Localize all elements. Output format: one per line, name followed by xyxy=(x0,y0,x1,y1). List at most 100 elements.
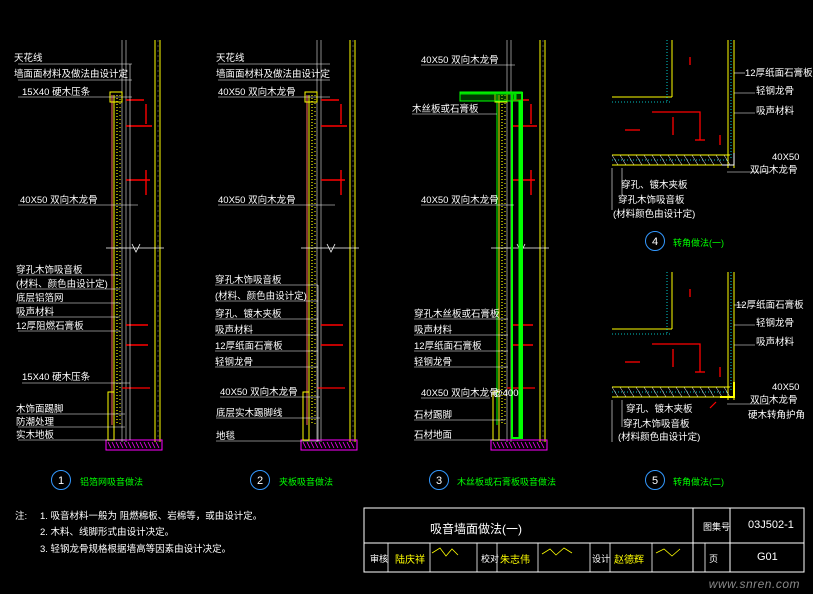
floor-hatch xyxy=(107,441,112,449)
detail-5-caption: 转角做法(二) xyxy=(673,477,724,487)
detail-1-label: 40X50 双向木龙骨 xyxy=(20,195,98,206)
floor-hatch xyxy=(496,441,501,449)
floor-hatch xyxy=(338,441,343,449)
detail-4-label: 轻钢龙骨 xyxy=(756,86,795,97)
atlas-number: 03J502-1 xyxy=(748,519,794,531)
board-cap xyxy=(459,91,523,102)
detail-2-label: (材料、颜色由设计定) xyxy=(215,291,307,302)
detail-5-label: 双向木龙骨 xyxy=(750,395,798,406)
floor-hatch xyxy=(119,441,124,449)
detail-1-label: 底层铝箔网 xyxy=(16,293,64,304)
signature-scribble xyxy=(655,548,681,557)
detail-5-label: 硬木转角护角 xyxy=(748,410,806,421)
detail-5-label: 轻钢龙骨 xyxy=(756,318,795,329)
floor-slab xyxy=(490,439,548,451)
detail-2-number: 2 xyxy=(250,470,270,490)
note-item: 3. 轻钢龙骨规格根据墙高等因素由设计决定。 xyxy=(40,544,232,555)
stud-hatch xyxy=(611,154,619,166)
detail-1-label: 天花线 xyxy=(14,53,43,64)
detail-2-label: 穿孔木饰吸音板 xyxy=(215,275,282,286)
stud-hatch xyxy=(723,154,731,166)
floor-hatch xyxy=(310,441,315,449)
stud-hatch xyxy=(619,386,627,398)
detail-4-label: 40X50 xyxy=(772,152,800,163)
stud-hatch xyxy=(643,386,651,398)
page-label: 页 xyxy=(709,554,719,564)
detail-2-label: 穿孔、镀木夹板 xyxy=(215,309,282,320)
stud-hatch xyxy=(635,154,643,166)
floor-hatch xyxy=(504,441,509,449)
signature-scribble xyxy=(541,547,573,556)
floor-slab xyxy=(300,439,358,451)
stud-hatch xyxy=(667,154,675,166)
title-block-frame xyxy=(363,507,805,573)
stud-hatch xyxy=(627,154,635,166)
corner-cladding xyxy=(652,343,701,372)
floor-hatch xyxy=(131,441,136,449)
detail-3-label: 轻钢龙骨 xyxy=(414,357,453,368)
atlas-number-label: 图集号 xyxy=(703,522,731,532)
stud-hatch xyxy=(699,154,707,166)
section-break-zigzag xyxy=(326,243,336,253)
detail-1-label: 12厚阻燃石膏板 xyxy=(16,321,84,332)
detail-4-caption: 转角做法(一) xyxy=(673,238,724,248)
floor-hatch xyxy=(314,441,319,449)
stud-hatch xyxy=(699,386,707,398)
detail-4-label: 双向木龙骨 xyxy=(750,165,798,176)
floor-hatch xyxy=(346,441,351,449)
floor-hatch xyxy=(123,441,128,449)
corner-edge xyxy=(722,153,735,166)
detail-3-label: 40X50 双向木龙骨 xyxy=(421,55,499,66)
stud-hatch xyxy=(627,386,635,398)
floor-hatch xyxy=(520,441,525,449)
detail-3-label: 石材地面 xyxy=(414,430,453,441)
stud-hatch xyxy=(675,154,683,166)
floor-hatch xyxy=(330,441,335,449)
floor-hatch xyxy=(492,441,497,449)
floor-hatch xyxy=(508,441,513,449)
detail-2-label: 40X50 双向木龙骨 xyxy=(220,387,298,398)
detail-5-number: 5 xyxy=(645,470,665,490)
floor-hatch xyxy=(524,441,529,449)
stud-hatch xyxy=(707,386,715,398)
note-item: 1. 吸音材料一般为 阻燃棉板、岩棉等，或由设计定。 xyxy=(40,511,263,522)
detail-1-label: 穿孔木饰吸音板 xyxy=(16,265,83,276)
floor-hatch xyxy=(143,441,148,449)
detail-1-label: 墙面面材料及做法由设计定 xyxy=(14,69,129,80)
detail-1-label: 实木地板 xyxy=(16,430,55,441)
floor-hatch xyxy=(111,441,116,449)
floor-hatch xyxy=(139,441,144,449)
detail-5-label: 40X50 xyxy=(772,382,800,393)
floor-hatch xyxy=(342,441,347,449)
corner-cladding xyxy=(652,111,701,140)
stud-hatch xyxy=(691,386,699,398)
floor-hatch xyxy=(318,441,323,449)
detail-2-label: 40X50 双向木龙骨 xyxy=(218,87,296,98)
page-number: G01 xyxy=(757,551,778,563)
floor-hatch xyxy=(512,441,517,449)
sheet-title: 吸音墙面做法(一) xyxy=(430,522,522,536)
detail-2-label: 底层实木踢脚线 xyxy=(216,408,283,419)
floor-hatch xyxy=(350,441,355,449)
floor-hatch xyxy=(528,441,533,449)
stud-hatch xyxy=(643,154,651,166)
floor-hatch xyxy=(334,441,339,449)
detail-1-label: 15X40 硬木压条 xyxy=(22,87,91,98)
floor-slab xyxy=(105,439,163,451)
stud-hatch xyxy=(619,154,627,166)
floor-hatch xyxy=(536,441,541,449)
floor-hatch xyxy=(115,441,120,449)
floor-hatch xyxy=(322,441,327,449)
stud-hatch xyxy=(651,386,659,398)
detail-1-label: 15X40 硬木压条 xyxy=(22,372,91,383)
design-label: 设计 xyxy=(592,554,611,564)
detail-3-label: 吸声材料 xyxy=(414,325,453,336)
floor-hatch xyxy=(500,441,505,449)
detail-1-label: 防潮处理 xyxy=(16,417,55,428)
detail-2-label: 地毯 xyxy=(216,431,236,442)
detail-3-label: 木丝板或石膏板 xyxy=(412,104,479,115)
corner-guard xyxy=(720,382,735,398)
floor-hatch xyxy=(516,441,521,449)
stud-hatch xyxy=(611,386,619,398)
